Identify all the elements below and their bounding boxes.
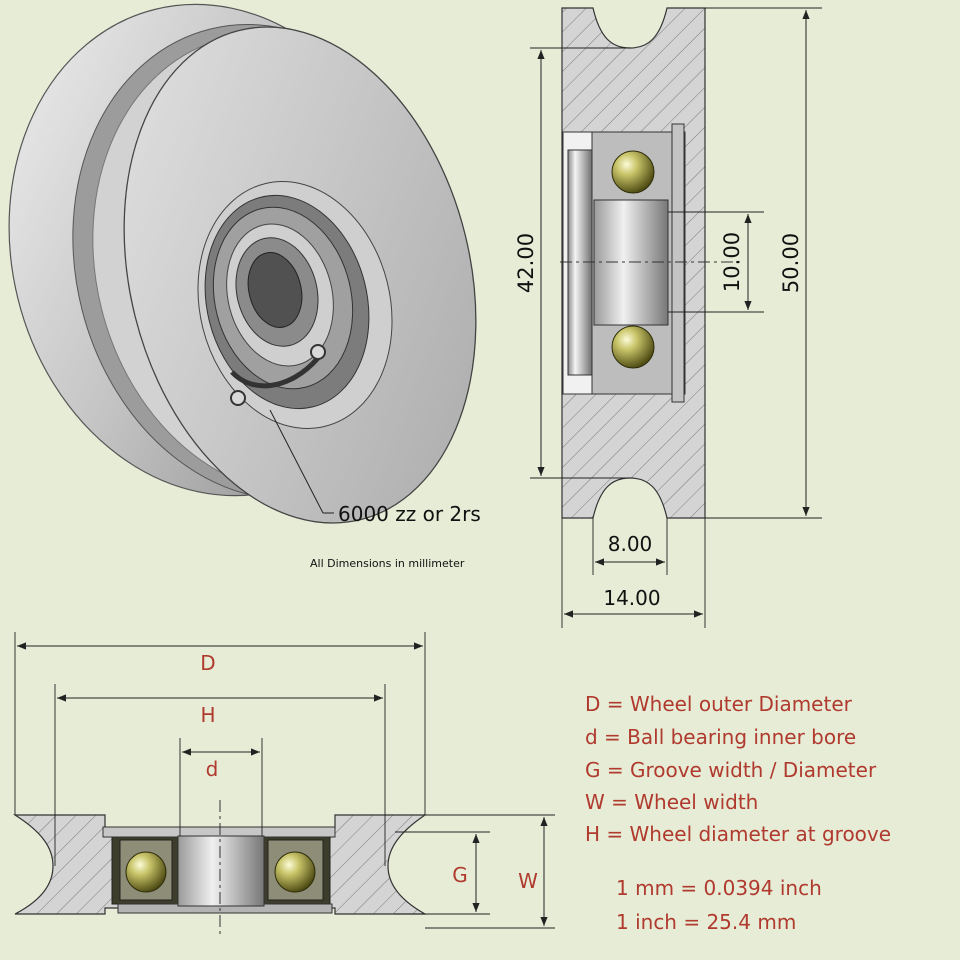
bearing-callout: 6000 zz or 2rs <box>338 502 481 526</box>
label-d: d <box>206 757 219 781</box>
section-dimension-lines <box>530 7 822 628</box>
conversion-inch-mm: 1 inch = 25.4 mm <box>616 910 796 934</box>
label-H: H <box>200 703 215 727</box>
retaining-clip <box>230 356 320 389</box>
bottom-dimension-lines <box>14 632 555 929</box>
bearing-bore <box>247 252 303 328</box>
units-note: All Dimensions in millimeter <box>310 557 465 570</box>
conversion-mm-inch: 1 mm = 0.0394 inch <box>616 876 822 900</box>
dim-outer-diameter: 50.00 <box>779 233 803 293</box>
dim-groove-width: 8.00 <box>608 532 653 556</box>
unit-conversions: 1 mm = 0.0394 inch 1 inch = 25.4 mm <box>616 876 822 934</box>
clip-eye-right <box>310 344 326 360</box>
bottom-ball-right <box>274 851 316 893</box>
clip-eye-left <box>230 390 246 406</box>
bottom-ball-left <box>125 851 167 893</box>
legend-item: d = Ball bearing inner bore <box>585 725 856 749</box>
legend-item: H = Wheel diameter at groove <box>585 822 891 846</box>
dim-bore: 10.00 <box>720 232 744 292</box>
legend-item: D = Wheel outer Diameter <box>585 692 853 716</box>
dim-wheel-width: 14.00 <box>603 586 660 610</box>
retaining-ring <box>671 123 685 403</box>
callout-leader <box>269 409 324 514</box>
label-W: W <box>518 869 538 893</box>
legend-item: G = Groove width / Diameter <box>585 758 877 782</box>
wheel-3d-view <box>8 3 477 524</box>
legend-item: W = Wheel width <box>585 790 758 814</box>
section-view <box>560 7 740 519</box>
label-D: D <box>200 651 215 675</box>
ball-bottom <box>611 325 655 369</box>
dim-groove-diameter: 42.00 <box>514 233 538 293</box>
bottom-inner-race <box>177 835 265 907</box>
ball-top <box>611 150 655 194</box>
label-G: G <box>452 863 468 887</box>
legend: D = Wheel outer Diameter d = Ball bearin… <box>585 692 891 846</box>
bottom-section-view <box>12 800 428 935</box>
